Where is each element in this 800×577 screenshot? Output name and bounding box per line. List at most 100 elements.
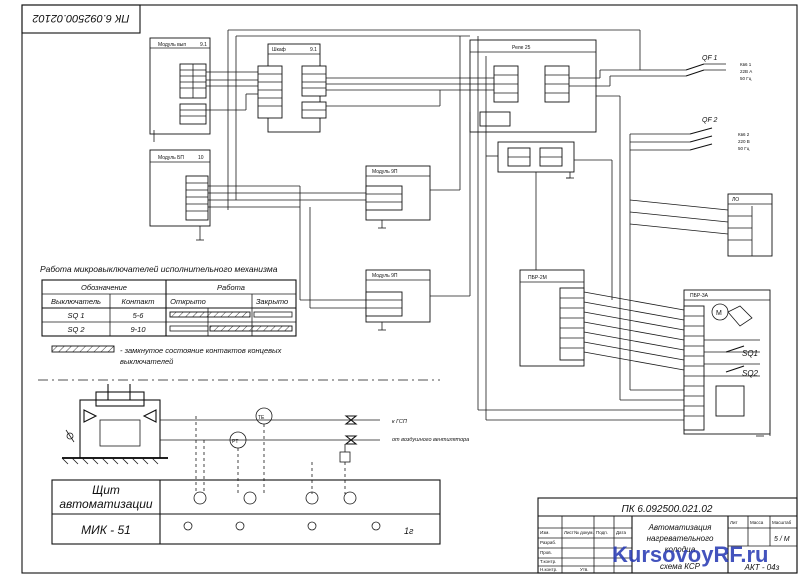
process-section: к ГСП от воздушного вентилятора TE PT [38,379,469,494]
valve-icon [344,415,358,425]
svg-text:50 Гц: 50 Гц [740,76,752,81]
drawing-code: ПК 6.092500.021.02 [622,504,713,515]
actuator-icon [339,451,351,463]
svg-text:9.1: 9.1 [200,42,207,48]
svg-text:выключателей: выключателей [120,357,174,366]
svg-text:схема КСР: схема КСР [660,562,701,571]
block-module-9p-b: Модуль 9П [365,269,431,323]
panel-instrument [305,491,319,505]
svg-text:Модуль 9П: Модуль 9П [372,273,398,279]
svg-text:5-6: 5-6 [133,311,145,320]
svg-text:Подп.: Подп. [596,530,608,535]
svg-text:№ докум.: № докум. [574,530,594,535]
svg-text:PT: PT [232,439,238,445]
svg-text:Модуль БП: Модуль БП [158,155,184,161]
svg-text:Изм.: Изм. [540,530,550,535]
svg-text:ПБР-3А: ПБР-3А [690,293,709,299]
svg-text:Открыто: Открыто [170,297,206,306]
svg-text:Кв6 2: Кв6 2 [738,132,750,137]
svg-text:10: 10 [198,155,204,161]
svg-text:Лист: Лист [564,530,574,535]
svg-text:- замкнутое состояние контакто: - замкнутое состояние контактов концевых [120,346,282,355]
svg-text:Пров.: Пров. [540,550,552,555]
panel-lamp [371,521,381,531]
svg-text:Модуль вып: Модуль вып [158,42,186,48]
table-row: SQ 1 [67,311,84,320]
svg-text:QF 2: QF 2 [702,117,718,124]
block-cabinet: Шкаф 9.1 [257,43,327,133]
svg-text:50 Гц: 50 Гц [738,146,750,151]
table-title: Работа микровыключателей исполнительного… [40,264,278,274]
svg-text:Лит: Лит [730,520,738,525]
svg-text:1г: 1г [404,526,414,536]
block-lo: ЛО [727,193,773,257]
svg-text:колодца: колодца [665,545,696,554]
panel-instrument [343,491,357,505]
drawing-frame [21,4,798,574]
svg-text:Щит: Щит [92,483,120,497]
block-relay-lower [497,141,575,173]
panel-instrument [243,491,257,505]
contact-state-bar [209,325,293,332]
svg-text:220 В: 220 В [738,139,750,144]
svg-text:TE: TE [258,415,265,421]
svg-text:22В А: 22В А [740,69,752,74]
svg-text:ЛО: ЛО [732,197,739,203]
svg-text:Кв6 1: Кв6 1 [740,62,752,67]
svg-text:M: M [716,310,722,317]
wiring [153,29,771,437]
svg-text:от воздушного вентилятора: от воздушного вентилятора [392,437,469,443]
svg-text:Обозначение: Обозначение [81,283,127,292]
svg-text:Работа: Работа [217,283,245,292]
panel-lamp [235,521,245,531]
svg-text:Т.контр.: Т.контр. [540,559,556,564]
block-module-power: Модуль БП 10 [149,149,211,227]
svg-text:Реле 25: Реле 25 [512,45,531,51]
svg-text:Выключатель: Выключатель [51,297,101,306]
svg-text:ПБР-2М: ПБР-2М [528,275,547,281]
microswitch-table: Работа микровыключателей исполнительного… [40,264,297,366]
sq-switches: SQ1 SQ2 [725,345,759,378]
panel-instrument [193,491,207,505]
valve-icon [344,435,358,445]
block-pbr-2m: ПБР-2М [519,269,585,367]
watermark: KursovoyRF.ru [612,542,768,567]
automation-panel: Щит автоматизации МИК - 51 1г [51,479,441,545]
svg-text:9.1: 9.1 [310,47,317,53]
svg-text:SQ1: SQ1 [742,349,758,358]
svg-text:АКТ - 04з: АКТ - 04з [744,563,780,572]
svg-text:МИК - 51: МИК - 51 [81,523,131,537]
svg-text:Автоматизация: Автоматизация [648,523,713,532]
svg-text:Масштаб: Масштаб [772,520,792,525]
legend-swatch [51,345,115,353]
svg-text:Масса: Масса [750,520,764,525]
panel-lamp [183,521,193,531]
panel-lamp [307,521,317,531]
block-pbr-3a: ПБР-3А M [683,289,771,435]
rotated-code-box: ПК 6.092500.02102 [21,4,141,34]
svg-text:к ГСП: к ГСП [392,419,407,425]
svg-text:Модуль 9П: Модуль 9П [372,169,398,175]
svg-text:Дата: Дата [616,530,626,535]
heating-well-icon [61,384,168,465]
svg-text:автоматизации: автоматизации [59,497,153,511]
svg-text:9-10: 9-10 [130,325,146,334]
svg-text:Разраб.: Разраб. [540,540,556,545]
table-row: SQ 2 [67,325,85,334]
breaker-qf2: QF 2 Кв6 2 220 В 50 Гц [630,117,750,151]
rotated-code: ПК 6.092500.02102 [32,12,129,24]
svg-text:Утв.: Утв. [580,567,589,572]
block-module-9p-a: Модуль 9П [365,165,431,221]
svg-text:Контакт: Контакт [122,297,155,306]
breaker-qf1: QF 1 Кв6 1 22В А 50 Гц [650,55,752,81]
svg-text:SQ2: SQ2 [742,369,759,378]
block-module-output: Модуль вып 9.1 [149,37,211,135]
title-block: ПК 6.092500.021.02 Изм. Лист № докум. По… [537,497,798,574]
svg-text:Шкаф: Шкаф [272,47,286,53]
svg-text:Н.контр.: Н.контр. [540,567,557,572]
contact-state-bar [169,311,251,318]
svg-text:5 / М: 5 / М [774,536,790,543]
svg-text:Закрыто: Закрыто [256,297,288,306]
svg-text:QF 1: QF 1 [702,55,718,62]
